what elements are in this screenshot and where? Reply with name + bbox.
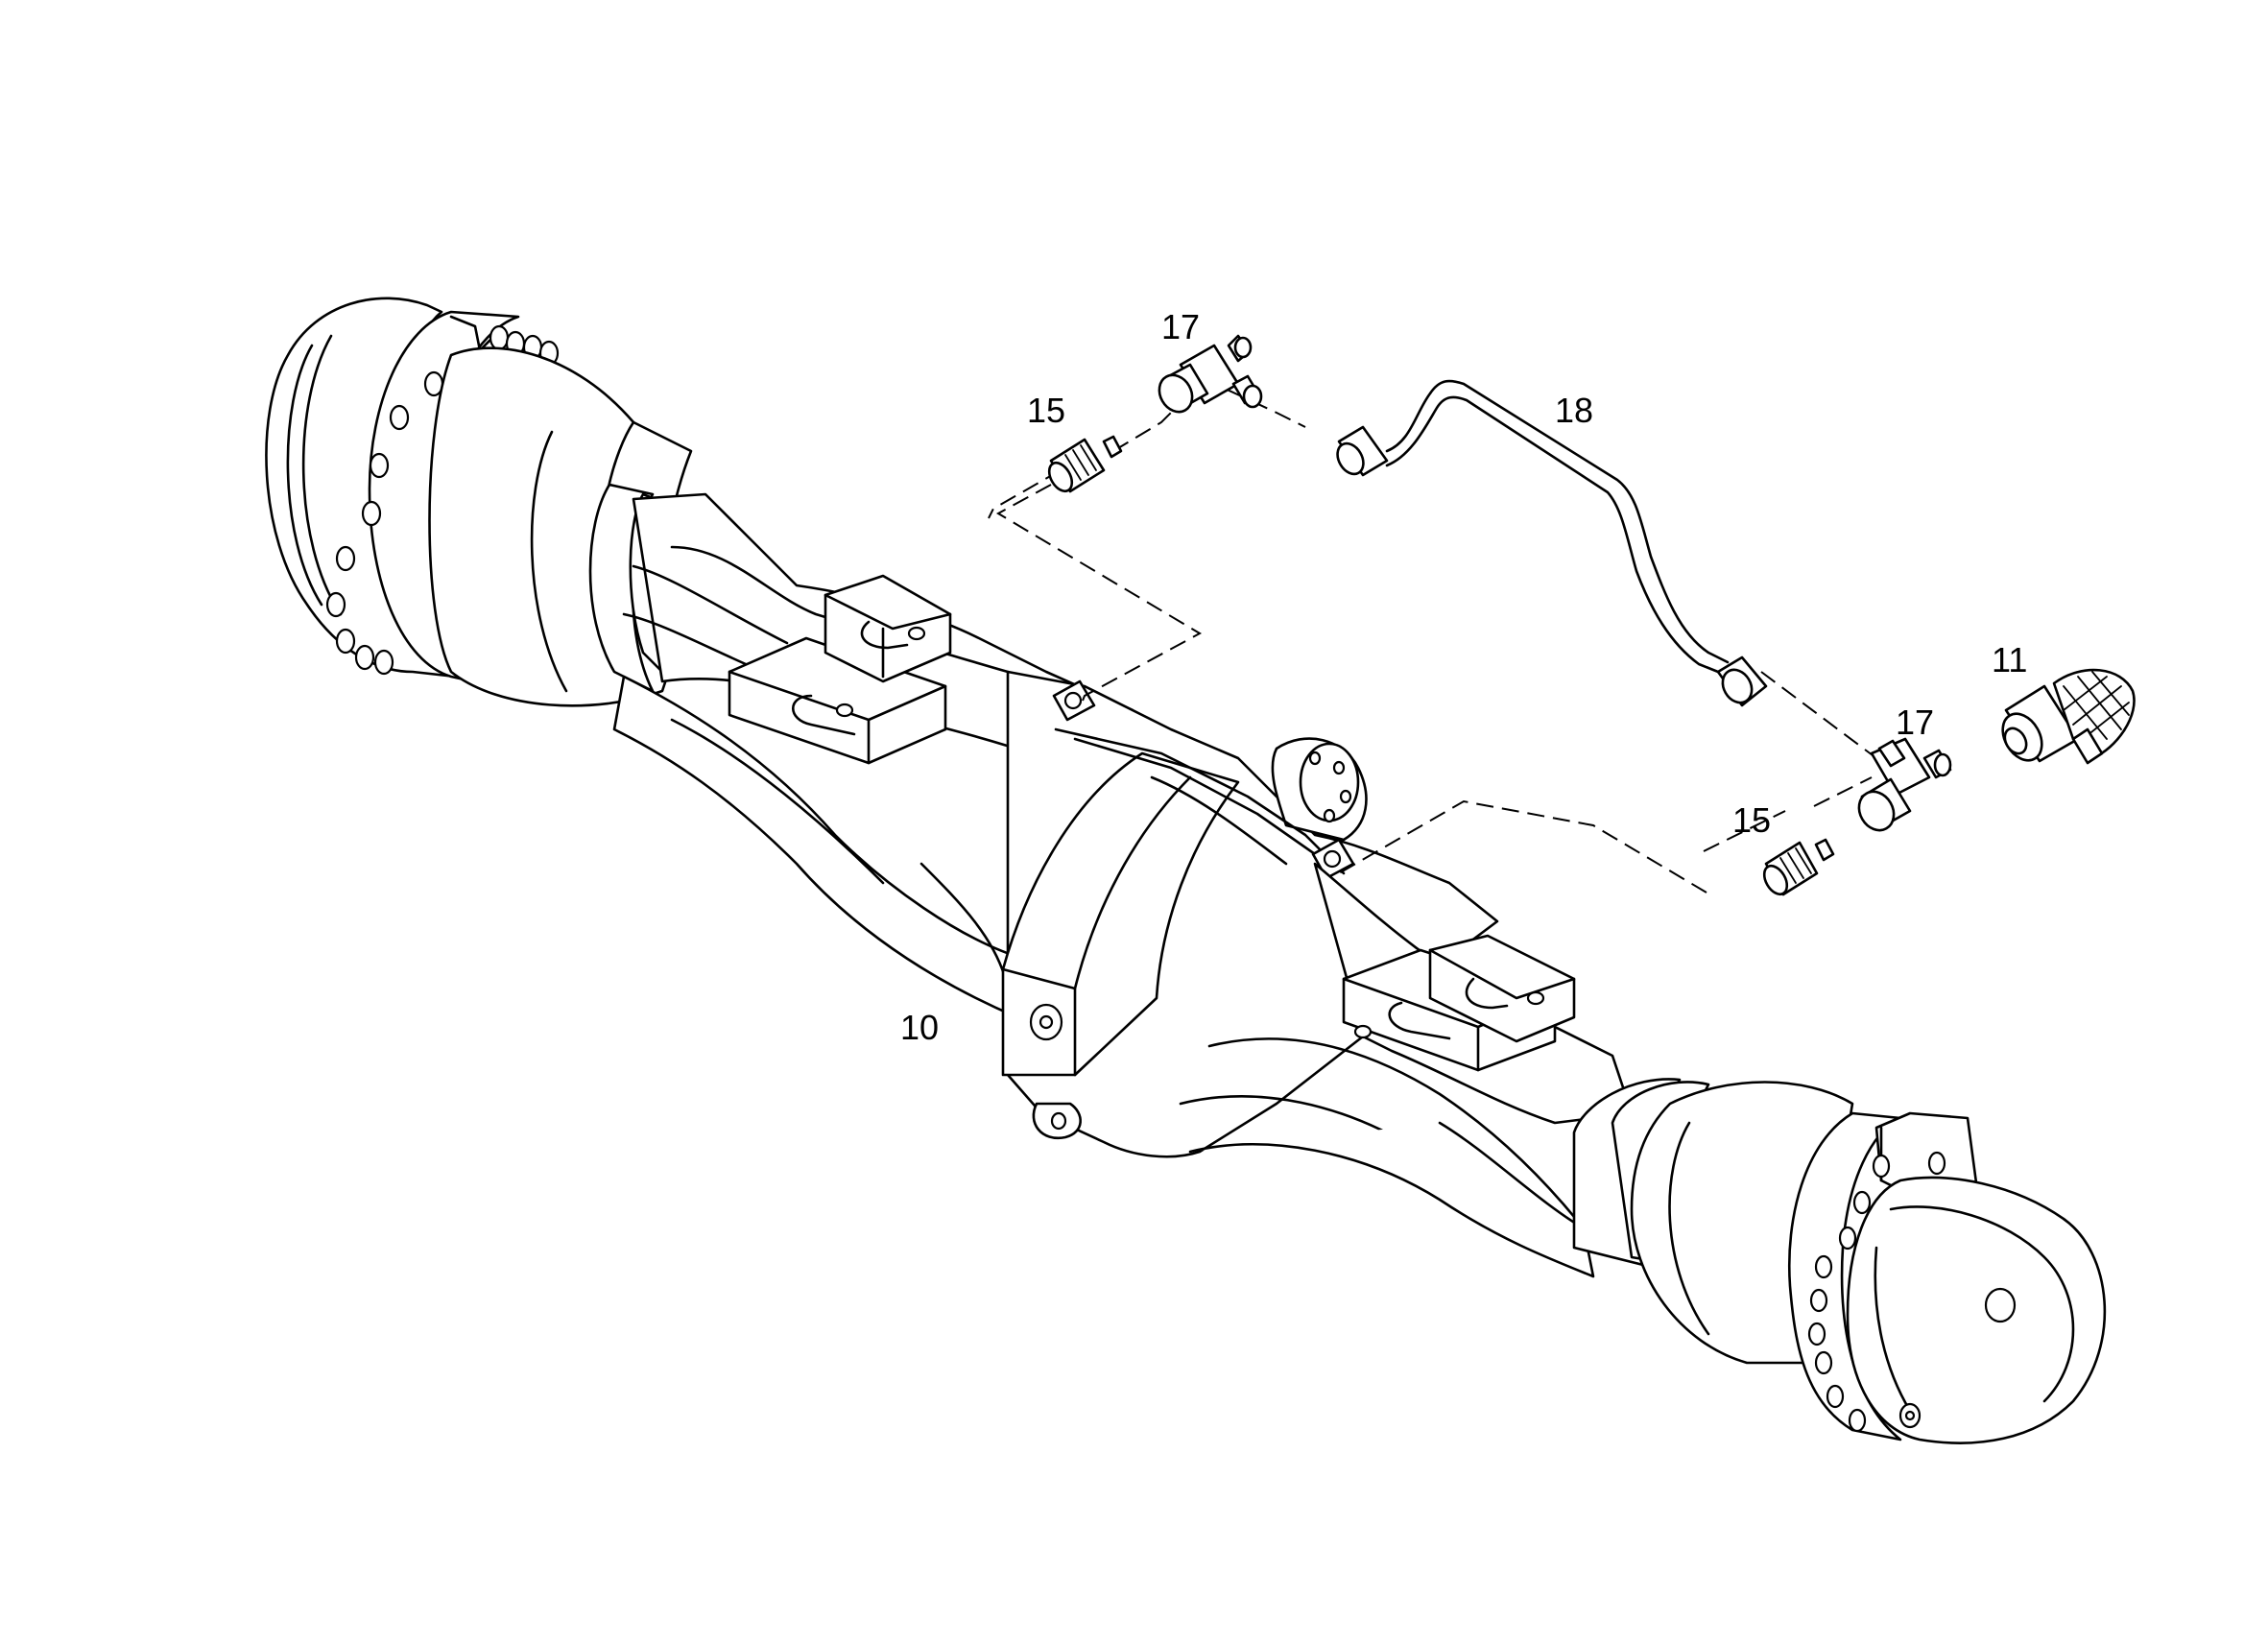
callout-connector-lower: 15 xyxy=(1732,800,1771,840)
callout-elbow-fitting: 11 xyxy=(1992,640,2027,679)
right-flange-bolt-holes xyxy=(1807,1151,1946,1433)
left-spring-pad xyxy=(728,574,952,765)
brake-pipe xyxy=(1336,379,1768,707)
left-wheel-hub xyxy=(265,297,693,707)
right-spring-pad xyxy=(1342,934,1576,1072)
elbow-fitting xyxy=(2001,668,2136,765)
right-wheel-hub xyxy=(1630,1081,2107,1444)
connector-upper xyxy=(1047,435,1123,493)
connector-lower xyxy=(1762,838,1835,896)
differential-housing xyxy=(1001,670,1499,1158)
axle-housing xyxy=(265,297,2107,1444)
callout-tee-upper: 17 xyxy=(1161,307,1200,346)
tee-lower xyxy=(1857,737,1952,832)
callout-axle-housing: 10 xyxy=(900,1008,939,1047)
callout-connector-upper: 15 xyxy=(1027,391,1065,430)
callout-tee-lower: 17 xyxy=(1896,703,1934,742)
callout-brake-pipe: 18 xyxy=(1555,391,1593,430)
tee-upper xyxy=(1158,334,1263,414)
